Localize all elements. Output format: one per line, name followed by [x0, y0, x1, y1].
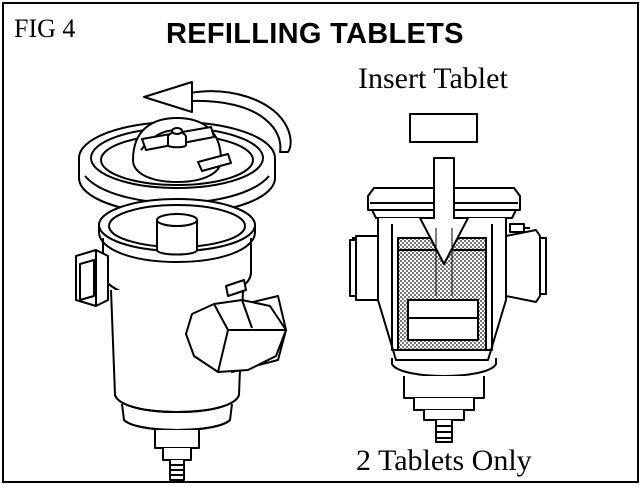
- inserted-tablet: [407, 299, 479, 341]
- tablet: [409, 113, 478, 143]
- tablet-limit-caption: 2 Tablets Only: [356, 444, 532, 477]
- figure-title: REFILLING TABLETS: [166, 18, 464, 50]
- filter-housing-illustration: [75, 81, 292, 481]
- down-arrow-icon: [419, 157, 469, 265]
- cross-section-illustration: [349, 113, 547, 443]
- insert-tablet-caption: Insert Tablet: [358, 62, 508, 95]
- mounting-bracket: [75, 249, 109, 307]
- hex-port: [185, 295, 287, 373]
- lid: [78, 117, 276, 215]
- side-fitting: [225, 279, 247, 297]
- curved-arrow-icon: [143, 81, 292, 153]
- figure-label: FIG 4: [14, 14, 76, 43]
